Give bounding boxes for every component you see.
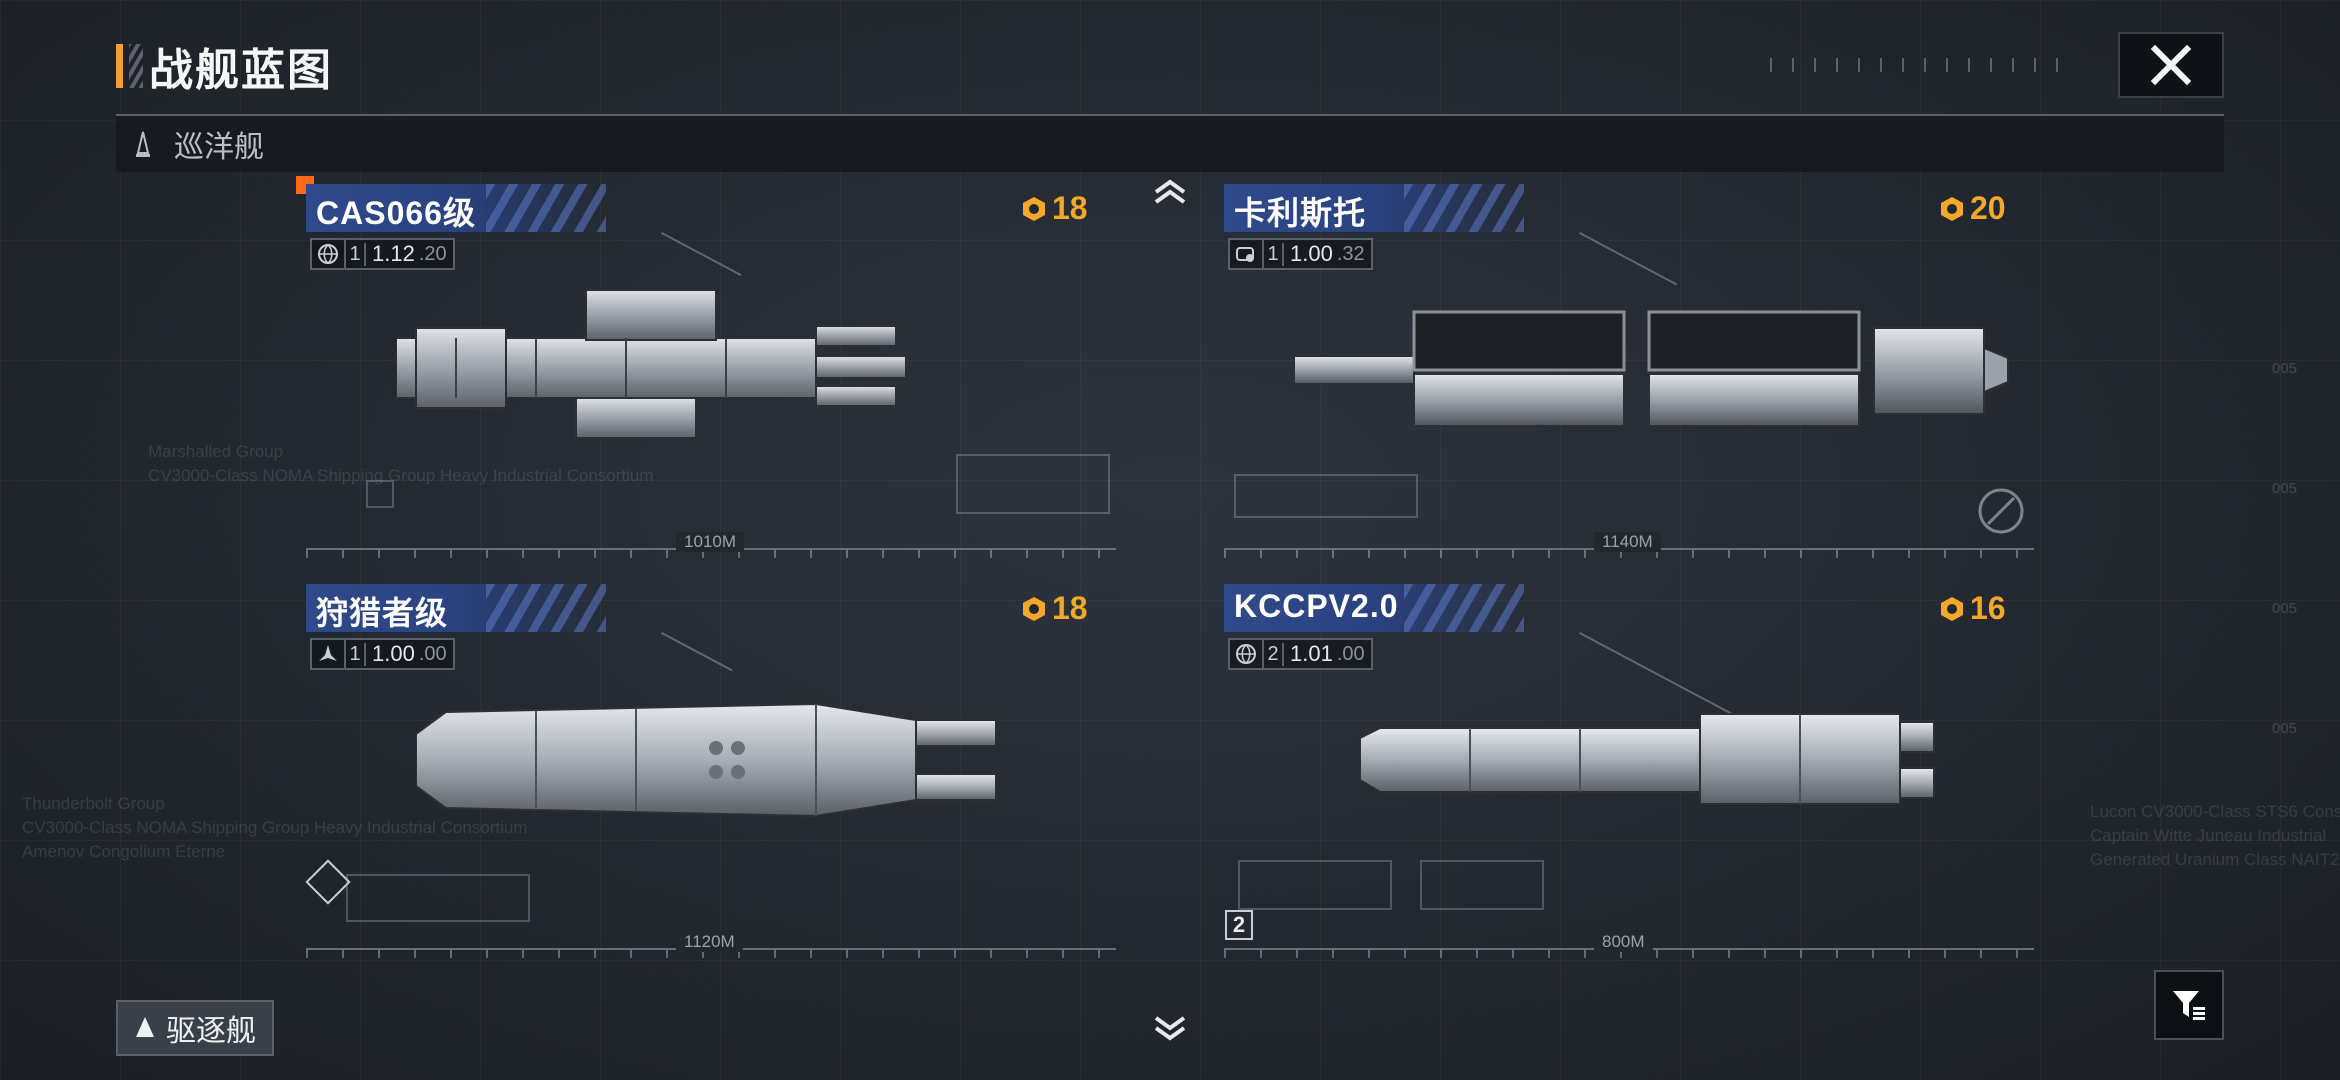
page-title: 战舰蓝图 [149,46,333,95]
blueprint-sketch [956,454,1110,514]
cost-value: 18 [1052,590,1088,626]
stat-value: 1.00 [372,641,415,666]
background-text: Marshalled Group CV3000-Class NOMA Shipp… [148,442,654,485]
cost-badge: 18 [1020,590,1088,627]
background-text: Thunderbolt Group CV3000-Class NOMA Ship… [22,794,528,861]
leader-line [1579,232,1678,286]
stat-level: 1 [346,242,366,266]
background-mark: 005 [2272,600,2298,617]
blueprint-sketch [1420,860,1544,910]
cost-value: 16 [1970,590,2006,626]
title-stripe [129,44,143,88]
filter-button[interactable] [2154,970,2224,1040]
stat-sub: .00 [1336,642,1365,665]
card-header: 狩猎者级 [306,584,606,632]
close-icon [2150,44,2192,86]
ship-name: 狩猎者级 [316,595,449,631]
stat-level: 1 [1264,242,1284,266]
background-mark: 005 [2272,720,2298,737]
ship-name: KCCPV2.0 [1234,588,1399,624]
page-header: 战舰蓝图 [116,38,333,95]
ship-length: 1010M [676,532,744,552]
cost-icon [1023,196,1045,221]
stat-value: 1.01 [1290,641,1333,666]
background-mark: 005 [2272,480,2298,497]
stat-box: 2 1.01 .00 [1228,638,1373,670]
close-button[interactable] [2118,32,2224,98]
cost-icon [1941,596,1963,621]
ship-length: 800M [1594,932,1653,952]
header-stripes [1404,184,1524,232]
chevron-down-icon[interactable] [1152,1014,1188,1042]
ship-length: 1140M [1594,532,1661,552]
title-accent [116,44,123,88]
cost-badge: 18 [1020,190,1088,227]
leader-line [661,232,742,277]
globe-icon [1230,640,1264,668]
filter-icon [2173,991,2205,1020]
leader-line [661,632,733,672]
stat-sub: .00 [418,642,447,665]
ship-card[interactable]: 狩猎者级 18 1 1.00 .00 1120M [305,584,1116,964]
ship-image [1294,310,2009,427]
cruiser-icon [136,131,150,157]
tier-badge [305,859,351,905]
destroyer-label: 驱逐舰 [166,1015,256,1048]
stat-value: 1.00 [1290,241,1333,266]
ship-length: 1120M [676,932,743,952]
category-label: 巡洋舰 [174,131,264,164]
stat-value: 1.12 [372,241,415,266]
header-ticks [1770,58,2070,72]
ship-card[interactable]: KCCPV2.0 16 2 1.01 .00 800M [1224,584,2034,964]
card-header: KCCPV2.0 [1224,584,1524,632]
blueprint-sketch [1234,474,1418,518]
stat-level: 2 [1264,642,1284,666]
blueprint-sketch [1238,860,1392,910]
cost-icon [1023,596,1045,621]
stat-sub: .20 [418,242,447,265]
category-bar[interactable]: 巡洋舰 [116,114,2224,172]
stat-box: 1 1.12 .20 [310,238,455,270]
globe-icon [312,240,346,268]
ship-card[interactable]: CAS066级 18 1 1.12 .20 1010M [306,184,1116,564]
cost-badge: 20 [1938,190,2006,227]
ship-name: 卡利斯托 [1234,195,1367,231]
header-stripes [486,584,606,632]
tier-mark: 2 [1225,910,1253,940]
cost-value: 18 [1052,190,1088,226]
header-stripes [1404,584,1524,632]
blueprint-sketch [346,874,530,922]
stat-box: 1 1.00 .32 [1228,238,1373,270]
cost-icon [1941,196,1963,221]
cost-badge: 16 [1938,590,2006,627]
card-header: CAS066级 [306,184,606,232]
ship-image [396,289,907,439]
ship-image [416,702,997,818]
stat-level: 1 [346,642,366,666]
ship-name: CAS066级 [316,195,476,231]
background-mark: 005 [2272,360,2298,377]
stat-sub: .32 [1336,242,1365,265]
ship-card[interactable]: 卡利斯托 20 1 1.00 .32 1140M [1224,184,2034,564]
cost-value: 20 [1970,190,2006,226]
background-text: Lucon CV3000-Class STS6 Cons Captain Wit… [2090,802,2340,869]
blueprint-sketch [366,480,394,508]
leader-line [1579,632,1739,719]
header-stripes [486,184,606,232]
chevron-up-icon[interactable] [1152,178,1188,206]
destroyer-category-button[interactable]: 驱逐舰 [116,1000,274,1056]
destroyer-icon [136,1017,154,1037]
ship-image [1360,713,1935,805]
support-icon [1230,240,1264,268]
fighter-icon [312,640,346,668]
card-header: 卡利斯托 [1224,184,1524,232]
crosshair-icon [1978,488,2024,534]
stat-box: 1 1.00 .00 [310,638,455,670]
